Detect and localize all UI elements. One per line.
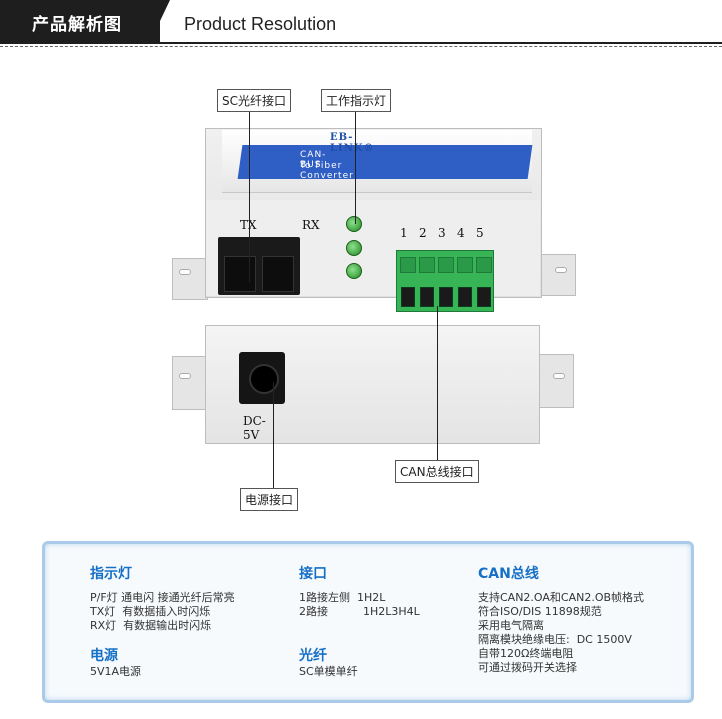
spec-can-line-1: 支持CAN2.OA和CAN2.OB帧格式 — [478, 591, 645, 604]
led-pf — [346, 216, 362, 232]
dc-jack-socket — [249, 364, 279, 394]
terminal-number-4: 4 — [457, 226, 465, 240]
can-terminal-block — [396, 250, 494, 312]
spec-power-line-1: 5V1A电源 — [90, 665, 142, 678]
callout-can-port: CAN总线接口 — [395, 460, 479, 483]
spec-interface-title: 接口 — [299, 566, 327, 582]
spec-indicator-line-1: P/F灯 通电闪 接通光纤后常亮 — [90, 591, 235, 604]
spec-interface-line-2: 2路接 1H2L3H4L — [299, 605, 420, 618]
spec-indicator-line-2: TX灯 有数据插入时闪烁 — [90, 605, 211, 618]
spec-can-line-3: 采用电气隔离 — [478, 619, 544, 632]
mounting-ear-right-bottom — [538, 354, 574, 408]
header-banner — [0, 0, 160, 42]
spec-can-line-4: 隔离模块绝缘电压: DC 1500V — [478, 633, 632, 646]
spec-can-line-6: 可通过拨码开关选择 — [478, 661, 577, 674]
terminal-number-1: 1 — [400, 226, 408, 240]
header-rule — [0, 42, 722, 44]
callout-power-port: 电源接口 — [240, 488, 299, 511]
led-rx — [346, 263, 362, 279]
spec-power-title: 电源 — [90, 648, 118, 664]
lid-label-stripe — [237, 145, 533, 179]
sc-port-tx — [224, 256, 256, 292]
can-callout-line — [437, 306, 438, 460]
spec-panel — [42, 541, 694, 703]
spec-can-title: CAN总线 — [478, 566, 539, 582]
spec-interface-line-1: 1路接左侧 1H2L — [299, 591, 386, 604]
callout-sc-port: SC光纤接口 — [217, 89, 291, 112]
model-line-1: CAN-BUS — [300, 150, 327, 170]
tx-label: TX — [240, 218, 257, 232]
dc-label: DC-5V — [243, 414, 266, 442]
rx-label: RX — [302, 218, 320, 232]
model-line-2: To Fiber Converter — [300, 161, 354, 181]
indicator-callout-line — [355, 110, 356, 224]
header-banner-slant — [150, 0, 170, 42]
spec-can-line-2: 符合ISO/DIS 11898规范 — [478, 605, 602, 618]
led-tx — [346, 240, 362, 256]
spec-can-line-5: 自带120Ω终端电阻 — [478, 647, 574, 660]
sc-port-rx — [262, 256, 294, 292]
spec-indicator-title: 指示灯 — [90, 566, 132, 582]
spec-indicator-line-3: RX灯 有数据输出时闪烁 — [90, 619, 212, 632]
sc-callout-line — [249, 110, 250, 282]
header-title-en: Product Resolution — [184, 14, 337, 34]
spec-fiber-title: 光纤 — [299, 648, 327, 664]
brand-logo: EB-LINK® — [330, 132, 375, 154]
callout-indicator: 工作指示灯 — [321, 89, 392, 112]
power-callout-line — [273, 382, 274, 488]
header-title-cn: 产品解析图 — [32, 15, 122, 35]
header-dashed-rule — [0, 46, 722, 47]
terminal-number-5: 5 — [476, 226, 484, 240]
mounting-ear-right-top — [540, 254, 576, 296]
terminal-number-3: 3 — [438, 226, 446, 240]
mounting-ear-left-top — [172, 258, 208, 300]
mounting-ear-left-bottom — [172, 356, 208, 410]
spec-fiber-line-1: SC单模单纤 — [299, 665, 358, 678]
terminal-number-2: 2 — [419, 226, 427, 240]
